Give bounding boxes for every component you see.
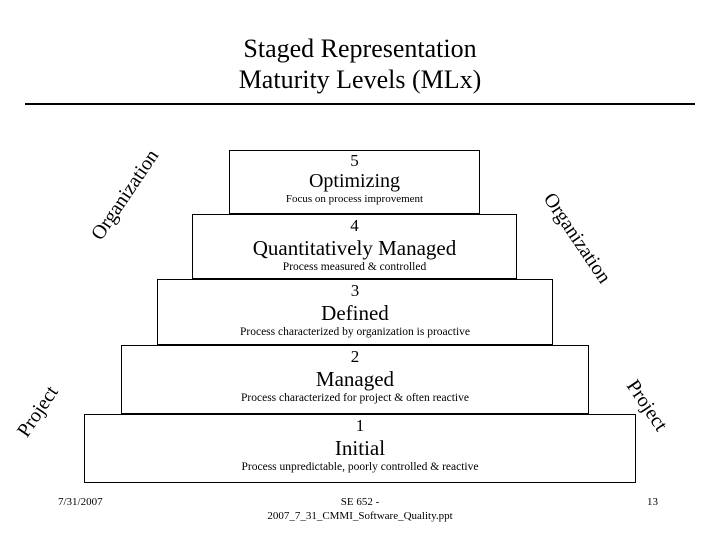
level-2-name: Managed (315, 367, 395, 391)
level-3-number: 3 (350, 281, 360, 300)
level-3-description: Process characterized by organization is… (239, 326, 470, 338)
maturity-level-5[interactable]: 5 Optimizing Focus on process improvemen… (229, 150, 480, 214)
maturity-level-3[interactable]: 3 Defined Process characterized by organ… (157, 279, 553, 345)
footer-page-number: 13 (647, 496, 658, 508)
level-3-name: Defined (321, 301, 389, 325)
title-line-1: Staged Representation (243, 34, 477, 63)
maturity-level-1[interactable]: 1 Initial Process unpredictable, poorly … (84, 414, 636, 483)
title-underline-rule (25, 103, 695, 105)
level-5-name: Optimizing (308, 170, 401, 192)
maturity-level-2[interactable]: 2 Managed Process characterized for proj… (121, 345, 589, 414)
level-4-name: Quantitatively Managed (252, 236, 457, 260)
footer-filename: SE 652 - 2007_7_31_CMMI_Software_Quality… (160, 495, 560, 523)
level-5-description: Focus on process improvement (285, 193, 424, 205)
footer-file-name: 2007_7_31_CMMI_Software_Quality.ppt (267, 510, 453, 522)
footer-date: 7/31/2007 (58, 496, 103, 508)
level-2-description: Process characterized for project & ofte… (241, 392, 469, 404)
level-1-description: Process unpredictable, poorly controlled… (241, 461, 479, 473)
level-4-number: 4 (350, 216, 359, 235)
level-1-name: Initial (334, 436, 386, 460)
level-4-description: Process measured & controlled (282, 261, 427, 273)
footer-course-code: SE 652 - (340, 496, 380, 508)
level-1-number: 1 (355, 416, 365, 435)
title-line-2: Maturity Levels (MLx) (238, 65, 482, 94)
slide-title: Staged Representation Maturity Levels (M… (0, 33, 720, 95)
maturity-level-4[interactable]: 4 Quantitatively Managed Process measure… (192, 214, 517, 279)
level-2-number: 2 (350, 347, 360, 366)
level-5-number: 5 (350, 151, 359, 170)
